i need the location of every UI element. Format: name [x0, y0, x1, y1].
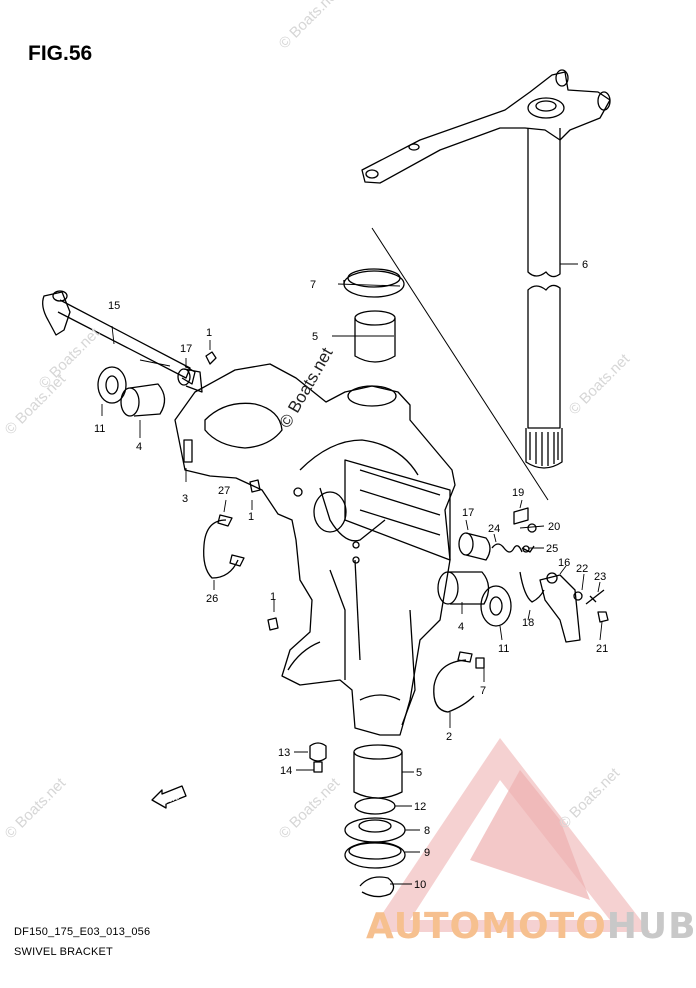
callout: 8	[424, 825, 430, 837]
callout: 5	[416, 767, 422, 779]
callout: 7	[480, 685, 486, 697]
callout: 16	[558, 557, 570, 569]
steering-shaft	[525, 128, 563, 469]
callout: 20	[548, 521, 560, 533]
bushing-4-right	[437, 571, 490, 605]
callout: 24	[488, 523, 500, 535]
washer-11-left	[97, 366, 127, 404]
callout: 26	[206, 593, 218, 605]
swivel-bracket-body	[174, 363, 456, 736]
logo-part-a: AUTOMOTO	[366, 906, 607, 947]
callout: 19	[512, 487, 524, 499]
callout: 6	[582, 259, 588, 271]
bushing-17-left	[177, 368, 203, 393]
callout: 11	[94, 423, 105, 435]
callout: 3	[182, 493, 188, 505]
callout: 25	[546, 543, 558, 555]
tilt-tube-15	[42, 290, 196, 385]
callout: 5	[312, 331, 318, 343]
figure-caption: SWIVEL BRACKET	[14, 946, 113, 958]
bushing-5-top	[354, 310, 396, 363]
callout-labels: 6 7 5 15 1 17 11 4 3 27 1 26 1 17 19 20 …	[94, 259, 608, 891]
callout: 11	[498, 643, 509, 655]
fwd-arrow	[151, 785, 187, 809]
callout: 22	[576, 563, 588, 575]
callout: 27	[218, 485, 230, 497]
callout: 4	[458, 621, 464, 633]
callout: 15	[108, 300, 120, 312]
callout: 13	[278, 747, 290, 759]
logo-part-b: HUB	[606, 906, 696, 947]
callout: 17	[180, 343, 192, 355]
figure-title: FIG.56	[28, 42, 93, 65]
callout: 10	[414, 879, 426, 891]
bushing-17-right	[458, 532, 523, 561]
callout: 23	[594, 571, 606, 583]
fwd-label: FWD	[164, 794, 181, 806]
figure-code: DF150_175_E03_013_056	[14, 926, 151, 938]
clamp-2	[433, 651, 475, 713]
callout: 4	[136, 441, 142, 453]
callout: 7	[310, 279, 316, 291]
callout: 1	[248, 511, 254, 523]
washer-8-top	[343, 268, 405, 298]
callout: 1	[206, 327, 212, 339]
washer-11-right	[480, 585, 512, 627]
callout: 17	[462, 507, 474, 519]
callout: 21	[596, 643, 608, 655]
steering-arm	[361, 69, 611, 184]
clamp-26	[203, 514, 245, 579]
callout: 9	[424, 847, 430, 859]
bushing-4-left	[120, 383, 166, 417]
callout: 18	[522, 617, 534, 629]
callout: 14	[280, 765, 292, 777]
callout: 12	[414, 801, 426, 813]
logo-wordmark: AUTOMOTOHUB	[366, 906, 696, 947]
callout: 1	[270, 591, 276, 603]
bushing-5-bottom	[353, 744, 403, 799]
callout: 2	[446, 731, 452, 743]
